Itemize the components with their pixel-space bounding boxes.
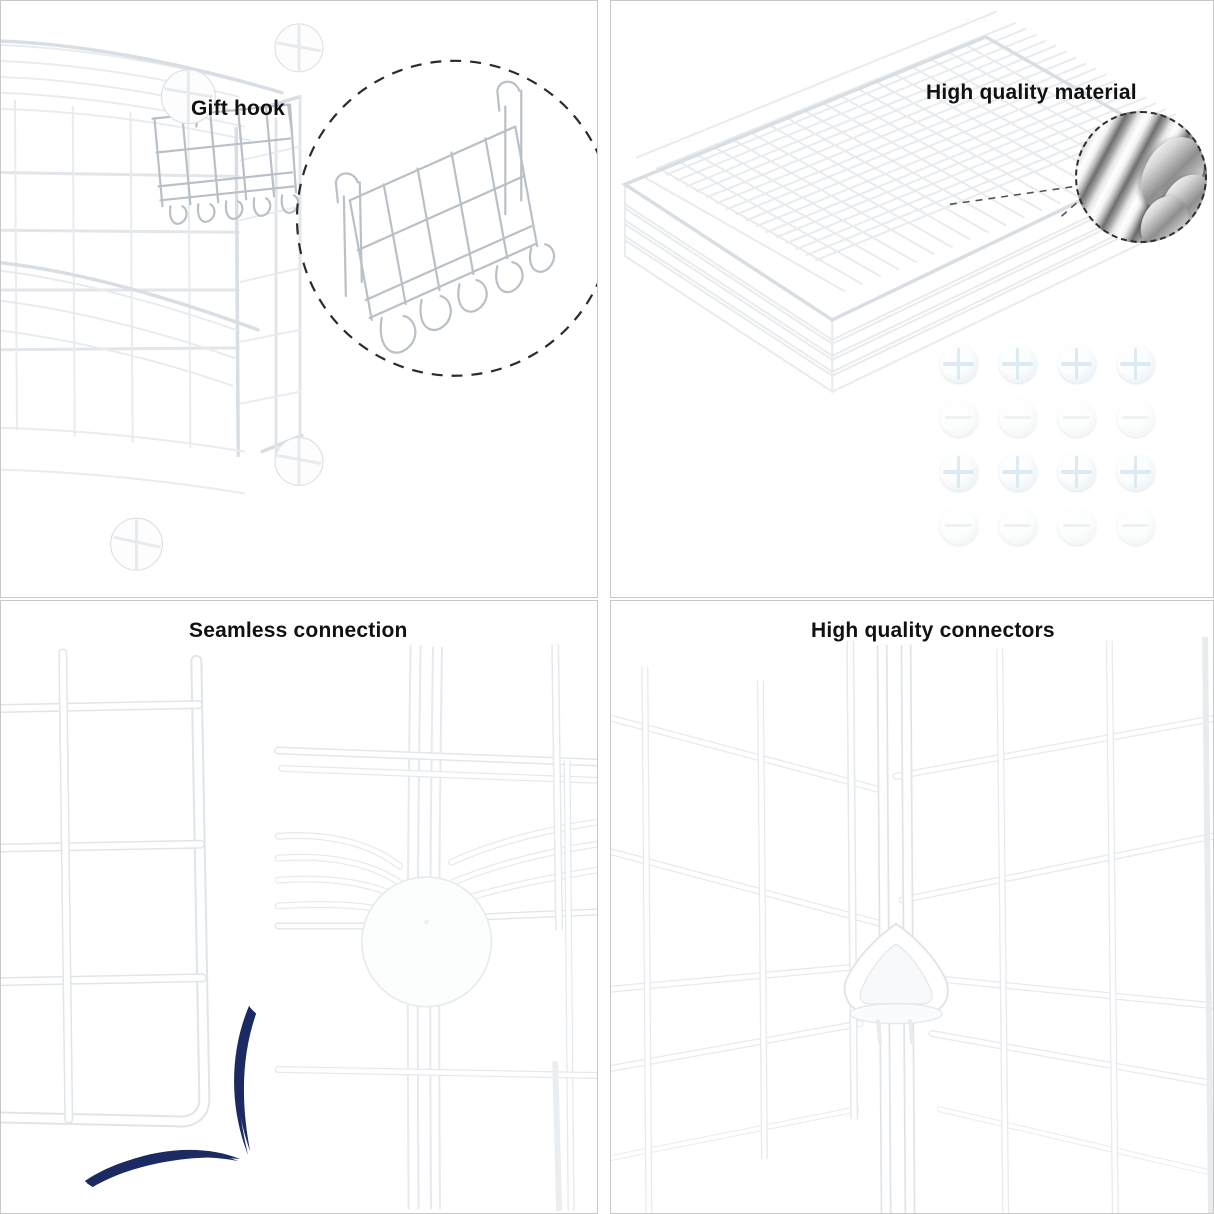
cross-connector-part: [939, 453, 978, 491]
left-face-grid: [611, 640, 886, 1213]
vertical-corner-post: [876, 644, 916, 1213]
part-cell: [988, 391, 1047, 445]
material-callout-circle: [1075, 111, 1207, 243]
round-cap-part: [939, 399, 978, 437]
connector-parts-grid: [929, 337, 1165, 553]
part-cell: [1106, 391, 1165, 445]
label-seamless-connection: Seamless connection: [189, 619, 408, 642]
left-grid-panel: [1, 648, 211, 1128]
part-cell: [1047, 391, 1106, 445]
hook-rack-on-shelf: [151, 93, 300, 225]
round-cap-part: [998, 399, 1037, 437]
part-cell: [929, 499, 988, 553]
accent-crescent-horizontal-2: [86, 1149, 241, 1188]
cross-connector-part: [998, 345, 1037, 383]
part-cell: [1047, 445, 1106, 499]
accent-marks: [84, 1005, 257, 1188]
right-face-grid: [892, 636, 1213, 1213]
part-cell: [1106, 337, 1165, 391]
cross-connector-part: [1057, 453, 1096, 491]
part-cell: [929, 391, 988, 445]
round-cap-part: [998, 507, 1037, 545]
label-high-quality-material: High quality material: [926, 81, 1137, 104]
part-cell: [1047, 337, 1106, 391]
part-cell: [1106, 445, 1165, 499]
seamless-connection-illustration: [1, 644, 597, 1212]
round-cap-part: [939, 507, 978, 545]
round-cap-part: [1057, 399, 1096, 437]
accent-crescent-vertical-2: [234, 1005, 253, 1156]
gift-hook-detail-drawing: [334, 80, 556, 354]
label-high-quality-connectors: High quality connectors: [811, 619, 1055, 642]
zoom-leader-line: [1060, 199, 1080, 217]
part-cell: [929, 445, 988, 499]
round-cap-part: [1057, 507, 1096, 545]
gift-hook-callout-circle: [295, 59, 597, 377]
part-cell: [988, 499, 1047, 553]
round-cap-part: [1116, 399, 1155, 437]
panel-gift-hook: Gift hook: [0, 0, 598, 598]
zoom-leader-line-2: [949, 185, 1076, 206]
cross-connector-part: [1057, 345, 1096, 383]
part-cell: [988, 337, 1047, 391]
connector-disc: [360, 876, 493, 1008]
part-cell: [1047, 499, 1106, 553]
gift-hook-illustration: [1, 23, 597, 571]
part-cell: [1106, 499, 1165, 553]
triangular-corner-connector: [843, 922, 949, 1044]
part-cell: [929, 337, 988, 391]
panel-high-quality-material: High quality material: [610, 0, 1214, 598]
panel-seamless-connection: Seamless connection: [0, 600, 598, 1214]
corner-connector-illustration: [611, 636, 1213, 1213]
round-cap-part: [1116, 507, 1155, 545]
label-gift-hook: Gift hook: [191, 97, 285, 120]
cross-connector-part: [1116, 453, 1155, 491]
cross-connector-part: [1116, 345, 1155, 383]
part-cell: [988, 445, 1047, 499]
cross-connector-part: [998, 453, 1037, 491]
corner-connector-caps: [110, 23, 324, 571]
cross-connector-part: [939, 345, 978, 383]
panel-high-quality-connectors: High quality connectors: [610, 600, 1214, 1214]
